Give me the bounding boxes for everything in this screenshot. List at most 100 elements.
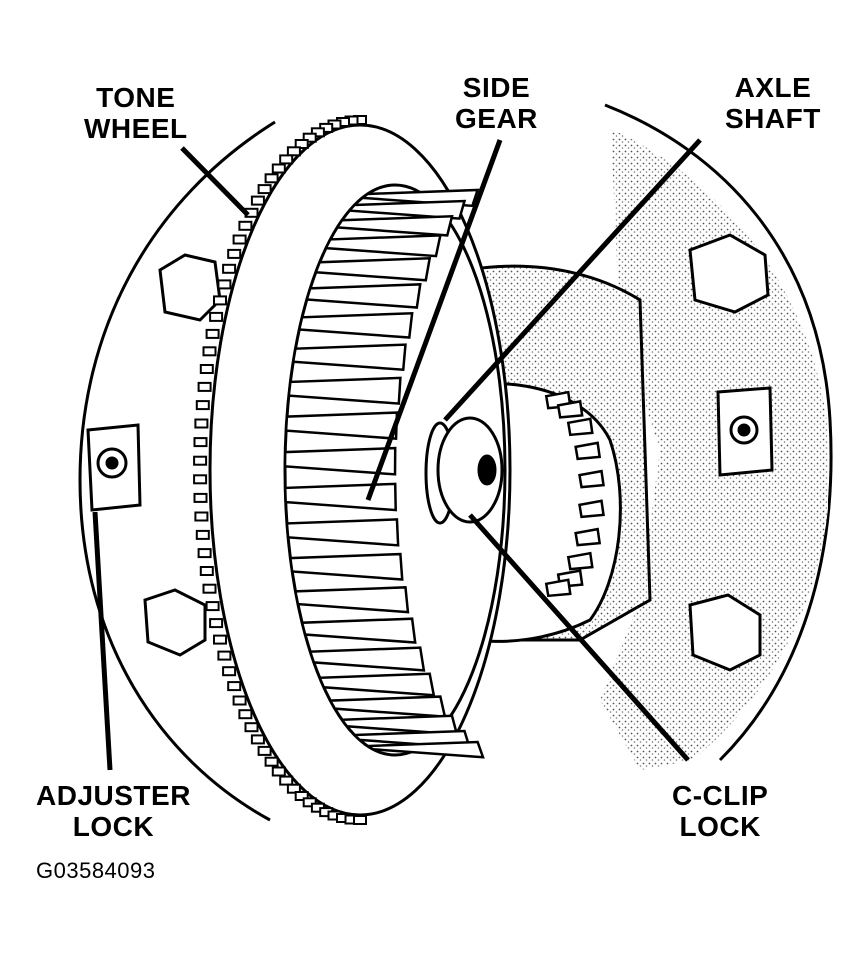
tone-wheel-tooth	[238, 709, 253, 720]
tone-wheel-tooth	[199, 364, 214, 374]
tone-wheel-tooth	[222, 263, 237, 274]
tone-wheel-tooth	[279, 775, 294, 786]
leader-adjuster-lock	[92, 511, 113, 771]
tone-wheel-tooth	[286, 783, 301, 794]
leader-axle-shaft	[443, 138, 702, 422]
side-gear	[424, 416, 504, 525]
figure-code: G03584093	[36, 858, 156, 883]
tone-wheel-tooth	[310, 127, 325, 138]
leader-lines	[92, 138, 702, 771]
tone-wheel	[193, 115, 367, 825]
ring-gear-tooth	[305, 283, 422, 309]
tone-wheel-tooth	[250, 195, 265, 206]
tone-wheel-tooth	[244, 722, 259, 733]
tone-wheel-tooth	[257, 184, 272, 195]
c-clip-lock	[716, 386, 774, 477]
pinion-tooth	[556, 399, 584, 419]
c-clip-lock-label-line2: LOCK	[679, 811, 761, 842]
ring-gear-tooth	[283, 482, 397, 512]
tone-wheel-tooth	[222, 666, 237, 677]
tone-wheel-tooth	[302, 132, 317, 143]
pinion-tooth	[578, 499, 605, 519]
tone-wheel-tooth	[294, 791, 309, 801]
tone-wheel-label-line2: WHEEL	[84, 113, 188, 144]
housing	[78, 103, 833, 822]
c-clip-lock-label-line1: C-CLIP	[672, 780, 769, 811]
tone-wheel-tooth	[195, 529, 210, 540]
tone-wheel-tooth	[205, 601, 220, 612]
adjuster-lock	[86, 423, 142, 512]
ring-gear-tooth	[285, 518, 400, 547]
tone-wheel-tooth	[194, 511, 209, 522]
side-gear-label-line1: SIDE	[462, 72, 531, 103]
tone-wheel-tooth	[195, 400, 210, 411]
tone-wheel-label-line1: TONE	[96, 82, 176, 113]
tone-wheel-tooth	[286, 146, 301, 157]
tone-wheel-tooth	[257, 745, 272, 756]
ring-gear-tooth	[287, 376, 402, 405]
ring-gear-tooth	[308, 646, 426, 672]
tone-wheel-tooth	[205, 328, 220, 339]
tone-wheel-tooth	[213, 634, 227, 645]
tone-wheel-tooth	[238, 220, 253, 231]
axle-shaft-label-line2: SHAFT	[725, 103, 821, 134]
ring-gear-tooth	[324, 234, 442, 258]
tone-wheel-tooth	[209, 618, 224, 629]
ring-gear-tooth	[297, 311, 414, 339]
pinion-tooth	[574, 527, 602, 547]
tone-wheel-tooth	[202, 583, 217, 594]
tone-wheel-tooth	[264, 173, 279, 184]
c-clip-lock-label: C-CLIP LOCK	[672, 780, 768, 842]
ring-gear-tooth	[283, 446, 397, 476]
tone-wheel-tooth	[199, 566, 214, 576]
ring-gear-tooth	[335, 214, 454, 237]
tone-wheel-tooth	[227, 248, 242, 259]
tone-wheel-tooth	[193, 492, 208, 503]
pinion-tooth	[574, 441, 602, 461]
ring-gear-tooth	[288, 552, 404, 581]
tone-wheel-tooth	[209, 311, 224, 322]
side-gear-label-line2: GEAR	[455, 103, 538, 134]
adjuster-lock-label-line1: ADJUSTER	[36, 780, 191, 811]
leader-side-gear	[365, 139, 503, 501]
tone-wheel-tooth	[302, 797, 317, 808]
tone-wheel-tooth	[271, 163, 286, 174]
ring-gear-tooth	[293, 586, 410, 614]
tone-wheel-tooth	[217, 650, 232, 661]
tone-wheel-tooth	[294, 139, 309, 149]
ring-gear-tooth	[284, 411, 399, 440]
pinion-tooth	[566, 551, 594, 571]
leader-c-clip-lock	[468, 513, 690, 762]
tone-wheel-tooth	[194, 418, 209, 429]
tone-wheel-tooth	[217, 279, 232, 290]
tone-wheel-tooth	[213, 295, 227, 306]
adjuster-lock-label-line2: LOCK	[72, 811, 155, 842]
tone-wheel-tooth	[232, 234, 247, 245]
pinion-tooth	[544, 578, 572, 598]
pinion-gear-teeth	[544, 390, 605, 598]
tone-wheel-tooth	[193, 474, 208, 485]
pinion-tooth	[578, 469, 605, 489]
tone-wheel-label: TONE WHEEL	[84, 82, 188, 144]
tone-wheel-tooth	[193, 455, 208, 466]
tone-wheel-tooth	[197, 381, 212, 392]
tone-wheel-tooth	[271, 766, 286, 777]
ring-gear-tooth	[363, 740, 485, 759]
leader-tone-wheel	[180, 146, 250, 217]
ring-gear-tooth	[314, 256, 432, 282]
axle-shaft-label: AXLE SHAFT	[725, 72, 821, 134]
ring-gear-tooth	[317, 672, 436, 697]
adjuster-lock-label: ADJUSTER LOCK	[36, 780, 191, 842]
tone-wheel-tooth	[250, 734, 265, 745]
side-gear-label: SIDE GEAR	[455, 72, 538, 134]
tone-wheel-tooth	[227, 681, 242, 692]
tone-wheel-tooth	[353, 815, 367, 825]
axle-shaft-label-line1: AXLE	[734, 72, 812, 103]
ring-gear-teeth	[283, 188, 485, 759]
tone-wheel-tooth	[232, 695, 247, 706]
pinion-tooth	[566, 417, 594, 437]
tone-wheel-tooth	[197, 548, 212, 559]
tone-wheel-tooth	[264, 756, 279, 767]
tone-wheel-tooth	[202, 346, 217, 357]
